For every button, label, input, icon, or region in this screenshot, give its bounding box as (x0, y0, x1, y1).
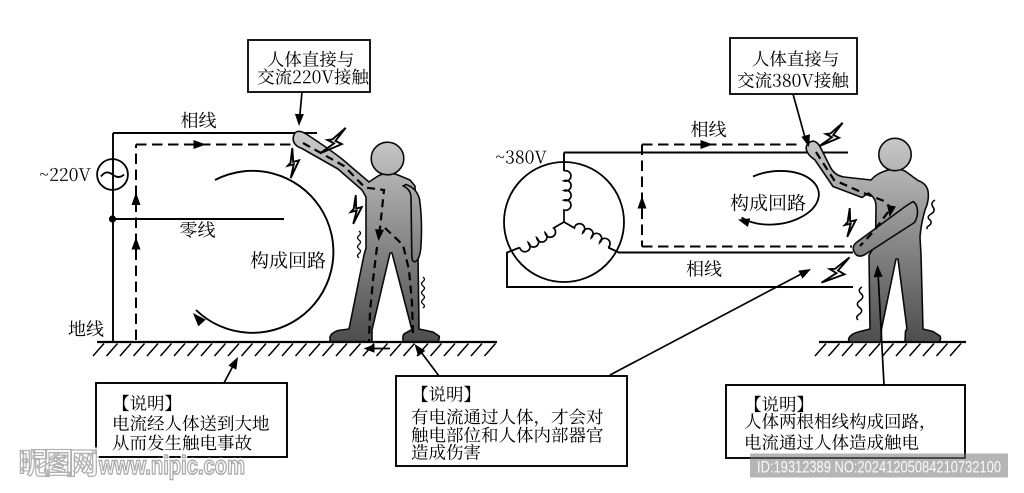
svg-text:ID:19312389 NO:202412050842107: ID:19312389 NO:20241205084210732100 (757, 458, 1001, 477)
svg-text:www.nipic.com: www.nipic.com (98, 450, 245, 480)
svg-text:www.nipic.com: www.nipic.com (98, 450, 245, 480)
